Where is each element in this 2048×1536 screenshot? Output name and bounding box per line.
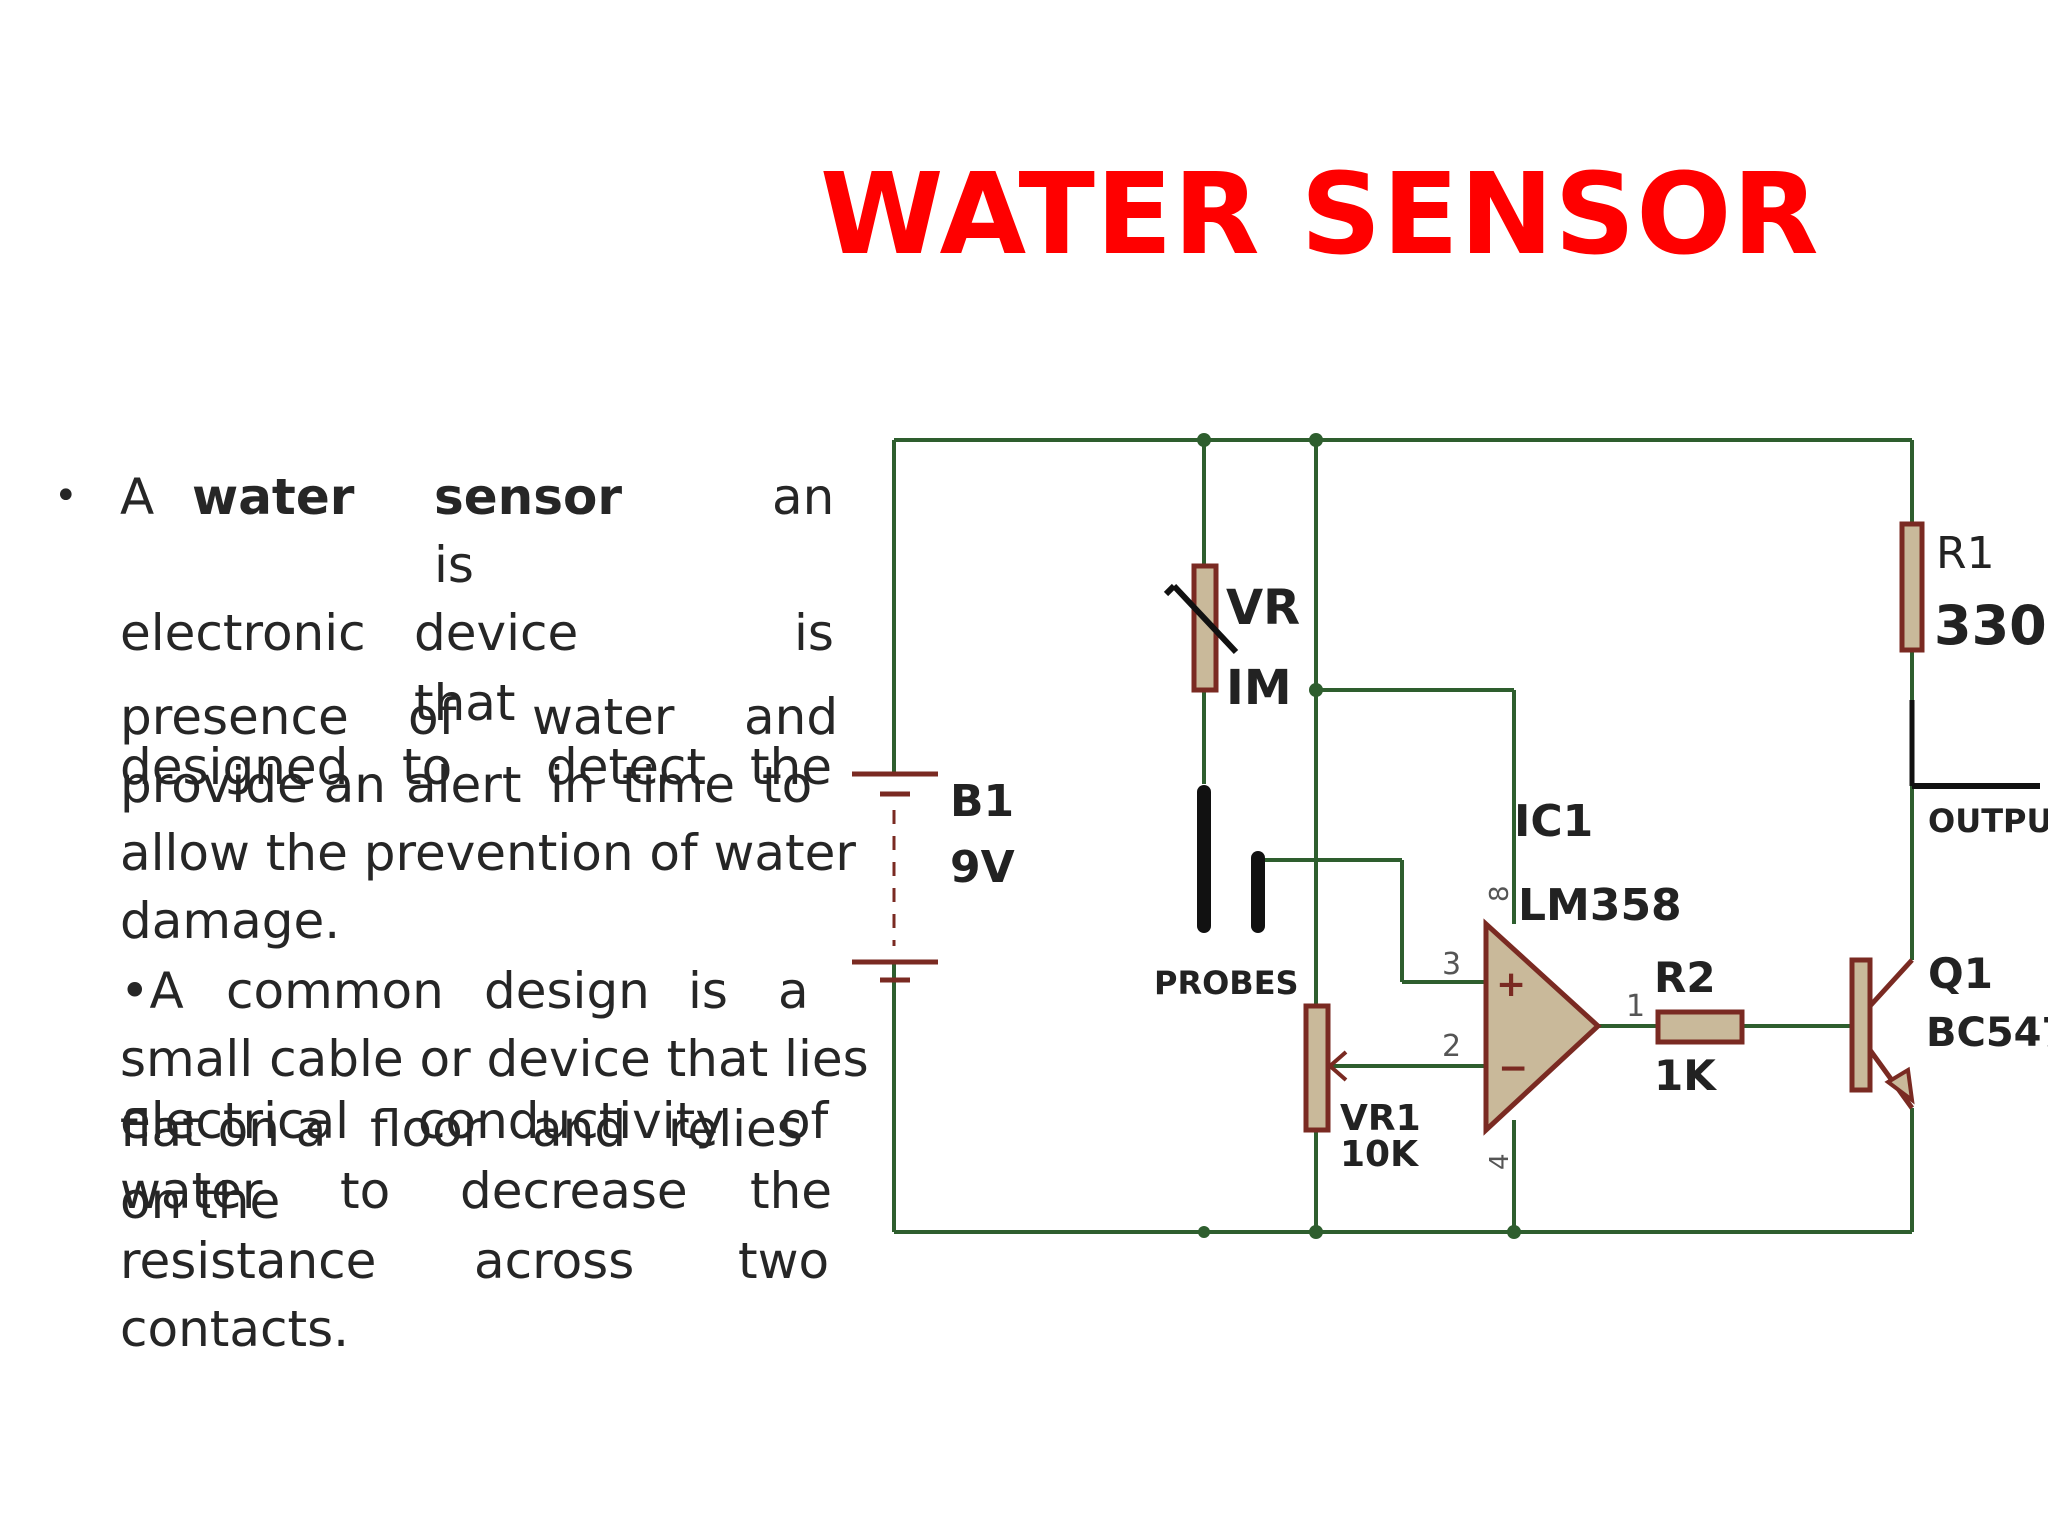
p1-word: detect xyxy=(546,738,706,796)
p1-word: the xyxy=(750,738,833,796)
label-output: OUTPUT xyxy=(1928,802,2048,840)
label-im: IM xyxy=(1226,660,1292,716)
label-vr: VR xyxy=(1226,580,1300,636)
output-line xyxy=(1909,700,2040,789)
battery-b1-symbol xyxy=(852,771,938,983)
p1-word: is xyxy=(794,604,834,662)
label-minus: − xyxy=(1498,1048,1528,1089)
p1-word: presence xyxy=(120,688,349,746)
label-vr1: VR1 xyxy=(1340,1098,1421,1139)
label-b1-value: 9V xyxy=(950,842,1015,893)
label-q1: Q1 xyxy=(1928,949,1993,998)
p1-word: to xyxy=(402,738,453,796)
p2-word: on the xyxy=(120,1172,281,1230)
p2-word: decrease xyxy=(460,1162,688,1220)
p2-word: design xyxy=(484,962,650,1020)
p2-word: the xyxy=(750,1162,833,1220)
potentiometer-vr1-symbol xyxy=(1303,1003,1348,1133)
p1-word: an xyxy=(772,468,835,526)
p2-word: across xyxy=(474,1232,635,1290)
p1-word: that xyxy=(414,674,516,732)
p1-word: time xyxy=(622,756,735,814)
p1-word: designed xyxy=(120,738,349,796)
label-pin-1: 1 xyxy=(1626,989,1645,1024)
label-probes: PROBES xyxy=(1154,964,1299,1002)
label-q1-part: BC547 xyxy=(1926,1010,2048,1056)
p2-word: floor xyxy=(370,1100,484,1158)
p2-word: two xyxy=(738,1232,830,1290)
p1-line: allow the prevention of water xyxy=(120,824,856,882)
p1-word: is xyxy=(434,536,474,594)
p2-word: to xyxy=(340,1162,391,1220)
circuit-labels: VR IM R1 330R OUTPUT B1 9V IC1 LM358 8 3… xyxy=(950,528,2048,1175)
p2-line: small cable or device that lies xyxy=(120,1030,869,1088)
label-r1: R1 xyxy=(1936,528,1995,579)
label-pin-2: 2 xyxy=(1442,1029,1461,1064)
label-r2: R2 xyxy=(1654,953,1716,1002)
label-ic1-part: LM358 xyxy=(1518,880,1682,931)
p2-word: electrical xyxy=(120,1092,349,1150)
p1-line: damage. xyxy=(120,892,341,950)
label-vr1-value: 10K xyxy=(1340,1134,1419,1175)
p1-word: water xyxy=(532,688,675,746)
p2-line: contacts. xyxy=(120,1300,350,1358)
p1-word: alert xyxy=(406,756,522,814)
variable-resistor-vr-symbol xyxy=(1163,563,1239,693)
slide-title: WATER SENSOR xyxy=(820,150,1820,280)
p2-word: conductivity xyxy=(418,1092,725,1150)
p2-word: common xyxy=(226,962,444,1020)
transistor-q1-symbol xyxy=(1849,957,1915,1110)
p2-word: •A xyxy=(120,962,184,1020)
p1-word: electronic xyxy=(120,604,366,662)
label-b1: B1 xyxy=(950,776,1014,827)
bullet-marker: • xyxy=(54,473,78,519)
label-pin-3: 3 xyxy=(1442,947,1461,982)
p2-word: and xyxy=(532,1100,627,1158)
p1-word: device xyxy=(414,604,579,662)
label-pin-4: 4 xyxy=(1485,1153,1515,1170)
junction-dots xyxy=(1197,433,1521,1239)
p2-word: resistance xyxy=(120,1232,377,1290)
p2-word: flat on a xyxy=(120,1100,327,1158)
p2-word: is xyxy=(688,962,728,1020)
label-r1-value: 330R xyxy=(1934,594,2048,657)
label-pin-8: 8 xyxy=(1485,885,1515,902)
probes-symbol xyxy=(1197,785,1265,933)
op-amp-ic1-symbol xyxy=(1483,918,1602,1136)
p1-word: of xyxy=(408,688,457,746)
p2-word: a xyxy=(778,962,809,1020)
p2-word: water xyxy=(120,1162,263,1220)
resistor-r2-symbol xyxy=(1655,1009,1745,1045)
p1-word: to xyxy=(762,756,813,814)
p1-word: in xyxy=(550,756,596,814)
p1-word-water: water xyxy=(192,468,355,526)
p1-word: provide an xyxy=(120,756,386,814)
p2-word: relies xyxy=(668,1100,803,1158)
label-ic1: IC1 xyxy=(1514,796,1593,847)
resistor-r1-symbol xyxy=(1899,521,1925,653)
p2-word: of xyxy=(780,1092,829,1150)
label-plus: + xyxy=(1496,964,1526,1005)
p1-word: A xyxy=(120,468,155,526)
p1-word-sensor: sensor xyxy=(434,468,623,526)
label-r2-value: 1K xyxy=(1654,1051,1717,1100)
p1-word: and xyxy=(744,688,839,746)
